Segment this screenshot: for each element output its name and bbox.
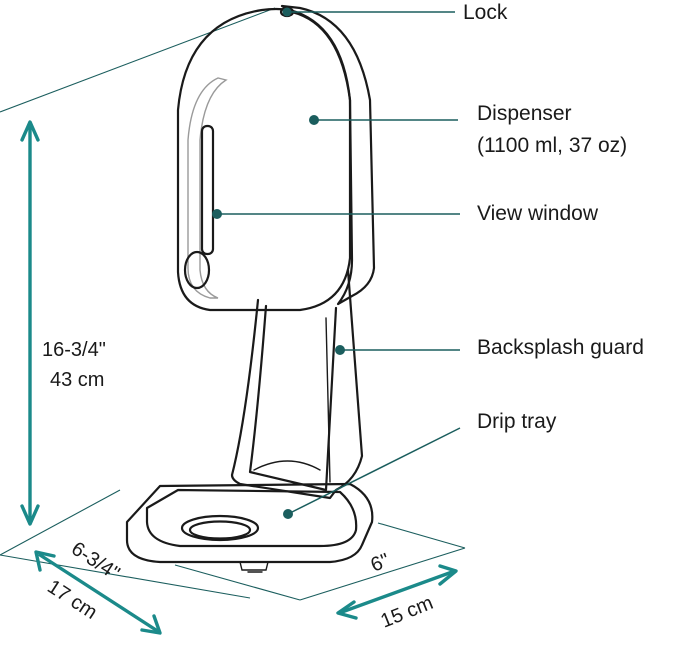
drip-tray <box>125 482 374 573</box>
view-window-dot <box>212 209 222 219</box>
width-arrow <box>336 564 458 620</box>
height-cm-label: 43 cm <box>50 369 104 391</box>
dispenser-capacity-label: (1100 ml, 37 oz) <box>477 134 627 157</box>
view-window-label: View window <box>477 202 599 225</box>
height-arrow <box>20 120 40 526</box>
drip-tray-dot <box>283 509 293 519</box>
drip-tray-label: Drip tray <box>477 410 557 433</box>
height-inches-label: 16-3/4" <box>42 339 106 361</box>
backsplash-label: Backsplash guard <box>477 336 644 359</box>
dispenser-label: Dispenser <box>477 102 572 125</box>
backsplash-dot <box>335 345 345 355</box>
leader-lines <box>212 7 461 519</box>
depth-arrow <box>34 550 162 635</box>
dispenser-dot <box>309 115 319 125</box>
lock-label: Lock <box>463 1 508 24</box>
width-inches-label: 6" <box>368 549 393 576</box>
lock-dot <box>282 7 292 17</box>
depth-cm-label: 17 cm <box>43 576 101 624</box>
dimension-guides <box>0 7 466 601</box>
dispenser-housing <box>176 4 376 312</box>
backsplash-guard <box>230 268 364 500</box>
width-cm-label: 15 cm <box>378 592 437 633</box>
